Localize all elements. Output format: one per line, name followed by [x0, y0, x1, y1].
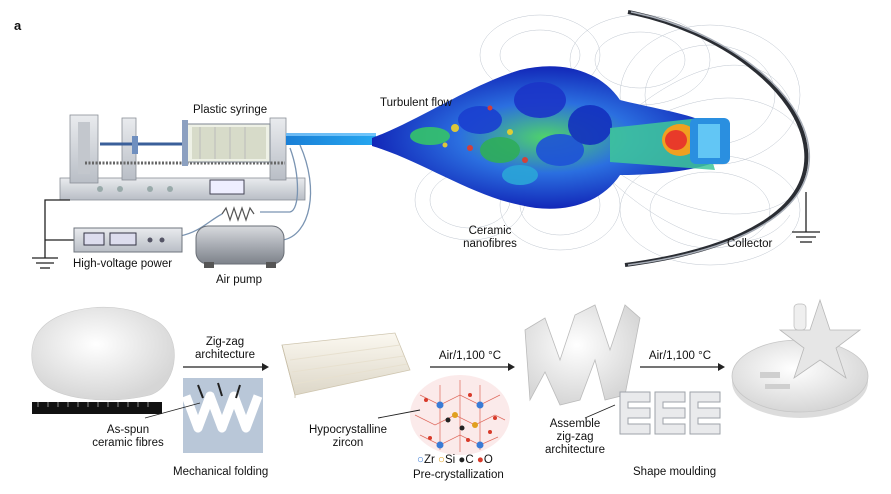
hypocrystalline-label-line2: zircon: [332, 437, 364, 449]
c-legend-marker: ●: [458, 454, 466, 466]
as-spun-fibre-cotton: [31, 306, 175, 401]
air-pump-tank: [195, 225, 285, 268]
zigzag-architecture-label-line2: architecture: [194, 349, 256, 361]
assemble-label-line2: zig-zag: [556, 431, 594, 443]
leader-lines: [144, 402, 616, 419]
zigzag-architecture-photo: [524, 304, 641, 406]
ceramic-nanofibres-label-line2: nanofibres: [463, 238, 517, 250]
mechanical-folding-label: Mechanical folding: [173, 466, 269, 478]
crystal-lattice: [410, 375, 510, 455]
high-voltage-power-label: High-voltage power: [73, 258, 173, 270]
as-spun-label-line1: As-spun: [106, 424, 150, 436]
assemble-label-line3: architecture: [544, 444, 606, 456]
process-arrow-1: [183, 363, 269, 371]
hypocrystalline-label-line1: Hypocrystalline: [309, 424, 387, 436]
hypocrystalline-block: [281, 332, 411, 398]
turbulent-flow-label: Turbulent flow: [380, 97, 452, 109]
as-spun-label-line2: ceramic fibres: [92, 437, 164, 449]
wiring: [179, 144, 312, 241]
assemble-label-line1: Assemble: [549, 418, 601, 430]
ground-wiring-left: [32, 199, 74, 269]
mechanical-folding-illustration: [181, 378, 263, 453]
element-legend: ○Zr ○Si ●C ●O: [417, 454, 493, 466]
air-temperature-label-1: Air/1,100 °C: [438, 350, 502, 362]
air-pump-label: Air pump: [216, 274, 263, 286]
plastic-syringe: [100, 120, 271, 166]
o-legend-marker: ●: [476, 454, 484, 466]
folded-zigzag-block: [619, 391, 721, 435]
shape-moulded-disk-with-star: [731, 298, 869, 418]
panel-label: a: [14, 18, 22, 33]
collector-dish: [624, 10, 811, 267]
turbulent-flow-plume: [372, 14, 801, 266]
process-arrow-2: [430, 363, 515, 371]
air-temperature-label-2: Air/1,100 °C: [648, 350, 712, 362]
ground-symbol-right: [792, 192, 820, 243]
shape-moulding-label: Shape moulding: [633, 466, 717, 478]
collector-label: Collector: [727, 238, 773, 250]
ruler: [32, 402, 162, 414]
spinneret-needle: [286, 133, 376, 145]
si-legend-marker: ○: [438, 454, 445, 466]
high-voltage-power-box: [73, 227, 183, 253]
zigzag-architecture-label-line1: Zig-zag: [205, 336, 245, 348]
zr-legend-marker: ○: [417, 454, 424, 466]
plastic-syringe-label: Plastic syringe: [193, 104, 268, 116]
ceramic-nanofibres-label-line1: Ceramic: [468, 225, 512, 237]
process-arrow-3: [640, 363, 725, 371]
syringe-pump-frame: [59, 114, 306, 201]
pre-crystallization-label: Pre-crystallization: [413, 469, 504, 481]
